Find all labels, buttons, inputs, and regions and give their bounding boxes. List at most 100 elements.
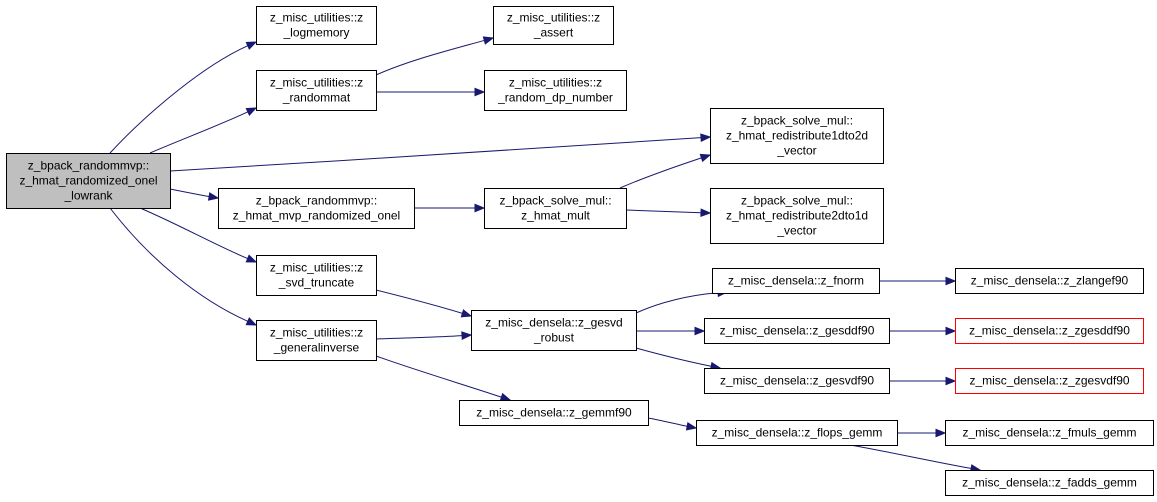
nodes-layer: z_bpack_randommvp::z_hmat_randomized_one… <box>6 6 1154 496</box>
node-fnorm[interactable]: z_misc_densela::z_fnorm <box>712 268 880 294</box>
node-label-line: z_misc_utilities::z <box>509 76 602 90</box>
node-box[interactable] <box>256 6 377 45</box>
node-box[interactable] <box>471 310 637 351</box>
arrowhead <box>474 87 486 97</box>
edge-line <box>647 417 688 427</box>
node-generalinverse[interactable]: z_misc_utilities::z_generalinverse <box>256 320 377 361</box>
edge-line <box>375 355 502 398</box>
node-label-line: z_misc_utilities::z <box>270 11 363 25</box>
node-zgesddf90[interactable]: z_misc_densela::z_zgesddf90 <box>955 318 1144 344</box>
edge-line <box>849 444 972 469</box>
node-label-line: z_hmat_mvp_randomized_onel <box>233 209 400 223</box>
node-redistribute2dto1d[interactable]: z_bpack_solve_mul::z_hmat_redistribute2d… <box>710 188 884 244</box>
node-label-line: z_hmat_redistribute2dto1d <box>726 209 868 223</box>
edge-mvp_randomized_onel-to-hmat_mult <box>413 203 486 213</box>
edge-fnorm-to-zlangef90 <box>879 276 957 286</box>
node-gesvdf90[interactable]: z_misc_densela::z_gesvdf90 <box>704 368 890 394</box>
arrowhead <box>245 107 258 116</box>
node-hmat_mult[interactable]: z_bpack_solve_mul::z_hmat_mult <box>484 188 627 229</box>
node-box[interactable] <box>459 400 649 426</box>
arrowhead <box>245 317 258 326</box>
node-fmuls_gemm[interactable]: z_misc_densela::z_fmuls_gemm <box>945 420 1154 446</box>
node-box[interactable] <box>6 153 171 209</box>
node-label-line: z_misc_densela::z_fnorm <box>728 274 864 288</box>
arrowhead <box>945 326 957 336</box>
edge-gesddf90-to-zgesddf90 <box>889 326 957 336</box>
node-box[interactable] <box>493 6 614 45</box>
node-flops_gemm[interactable]: z_misc_densela::z_flops_gemm <box>696 420 898 446</box>
edge-svd_truncate-to-gesvd_robust <box>375 289 473 318</box>
node-zlangef90[interactable]: z_misc_densela::z_zlangef90 <box>955 268 1144 294</box>
edge-flops_gemm-to-fadds_gemm <box>849 444 982 473</box>
node-box[interactable] <box>256 255 377 296</box>
node-label-line: z_hmat_mult <box>521 209 590 223</box>
edge-line <box>149 111 249 154</box>
edge-hmat_mult-to-redistribute1dto2d <box>619 153 712 189</box>
node-mvp_randomized_onel[interactable]: z_bpack_randommvp::z_hmat_mvp_randomized… <box>218 188 415 229</box>
edge-root-to-mvp_randomized_onel <box>169 188 220 201</box>
node-box[interactable] <box>712 268 880 294</box>
node-label-line: _generalinverse <box>273 341 360 355</box>
arrowhead <box>694 326 706 336</box>
node-label-line: _randommat <box>282 91 351 105</box>
node-label-line: z_bpack_randommvp:: <box>28 159 149 173</box>
node-box[interactable] <box>955 318 1144 344</box>
edge-generalinverse-to-gesvd_robust <box>375 331 473 340</box>
arrowhead <box>945 376 957 386</box>
edge-line <box>635 347 712 367</box>
node-label-line: _random_dp_number <box>497 91 613 105</box>
edge-root-to-generalinverse <box>109 207 258 326</box>
node-box[interactable] <box>704 318 890 344</box>
node-box[interactable] <box>484 188 627 229</box>
node-assert[interactable]: z_misc_utilities::z_assert <box>493 6 614 45</box>
arrowhead <box>245 41 258 50</box>
node-gemmf90[interactable]: z_misc_densela::z_gemmf90 <box>459 400 649 426</box>
node-random_dp_number[interactable]: z_misc_utilities::z_random_dp_number <box>484 70 627 111</box>
node-label-line: _vector <box>776 144 816 158</box>
node-zgesvdf90[interactable]: z_misc_densela::z_zgesvdf90 <box>955 368 1144 394</box>
node-label-line: z_misc_densela::z_zgesddf90 <box>969 324 1130 338</box>
node-label-line: _lowrank <box>63 189 113 203</box>
node-label-line: _vector <box>776 224 816 238</box>
edge-root-to-redistribute1dto2d <box>169 133 712 172</box>
node-box[interactable] <box>256 70 377 111</box>
node-box[interactable] <box>945 420 1154 446</box>
edge-generalinverse-to-gemmf90 <box>375 355 512 402</box>
arrowhead <box>499 392 512 402</box>
node-label-line: _robust <box>533 331 575 345</box>
node-fadds_gemm[interactable]: z_misc_densela::z_fadds_gemm <box>945 470 1154 496</box>
edge-gesvd_robust-to-gesvdf90 <box>635 347 722 371</box>
node-label-line: z_hmat_randomized_onel <box>19 174 157 188</box>
node-gesddf90[interactable]: z_misc_densela::z_gesddf90 <box>704 318 890 344</box>
node-box[interactable] <box>256 320 377 361</box>
node-box[interactable] <box>710 188 884 244</box>
node-gesvd_robust[interactable]: z_misc_densela::z_gesvd_robust <box>471 310 637 351</box>
node-box[interactable] <box>955 268 1144 294</box>
node-redistribute1dto2d[interactable]: z_bpack_solve_mul::z_hmat_redistribute1d… <box>710 108 884 164</box>
edge-flops_gemm-to-fmuls_gemm <box>896 428 947 438</box>
node-logmemory[interactable]: z_misc_utilities::z_logmemory <box>256 6 377 45</box>
node-label-line: z_misc_densela::z_gesvd <box>485 316 622 330</box>
arrowhead <box>461 331 473 340</box>
node-box[interactable] <box>704 368 890 394</box>
node-box[interactable] <box>955 368 1144 394</box>
node-label-line: z_misc_densela::z_gesvdf90 <box>720 374 874 388</box>
edge-root-to-logmemory <box>109 41 258 154</box>
node-randommat[interactable]: z_misc_utilities::z_randommat <box>256 70 377 111</box>
edge-randommat-to-assert <box>375 36 495 76</box>
node-box[interactable] <box>696 420 898 446</box>
node-label-line: z_bpack_solve_mul:: <box>741 114 853 128</box>
edge-line <box>139 207 248 260</box>
node-svd_truncate[interactable]: z_misc_utilities::z_svd_truncate <box>256 255 377 296</box>
node-box[interactable] <box>945 470 1154 496</box>
arrowhead <box>699 153 712 163</box>
edge-line <box>109 207 248 322</box>
node-label-line: z_misc_densela::z_zlangef90 <box>971 274 1129 288</box>
edge-randommat-to-random_dp_number <box>376 87 486 97</box>
node-box[interactable] <box>218 188 415 229</box>
arrowhead <box>935 428 947 438</box>
node-box[interactable] <box>710 108 884 164</box>
node-root[interactable]: z_bpack_randommvp::z_hmat_randomized_one… <box>6 153 171 209</box>
node-label-line: z_misc_densela::z_gemmf90 <box>476 406 632 420</box>
node-box[interactable] <box>484 70 627 111</box>
